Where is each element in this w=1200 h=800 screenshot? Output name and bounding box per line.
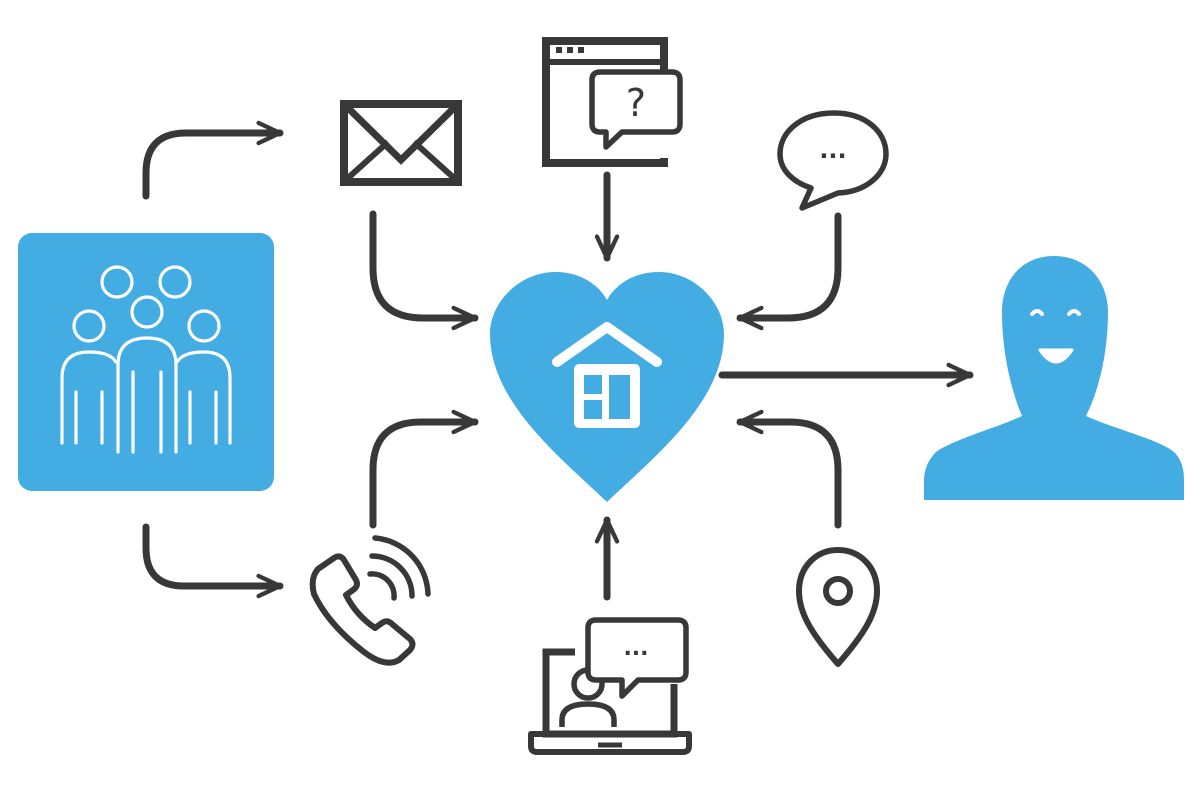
- heart-house-icon: [490, 272, 724, 502]
- group-tile: [18, 233, 274, 491]
- arrow-phone-to-hub: [369, 422, 479, 529]
- question-mark: ?: [626, 81, 646, 125]
- group-of-people-icon: [18, 233, 274, 491]
- connector-arrows: [142, 133, 974, 601]
- arrow-group-to-email: [142, 133, 284, 200]
- location-pin-icon: [796, 547, 880, 667]
- arrow-group-to-phone: [142, 523, 284, 586]
- laptop-bubble-ellipsis: ...: [623, 636, 648, 661]
- envelope-icon: [340, 100, 462, 186]
- browser-window-question-icon: ?: [542, 37, 683, 167]
- bubble-ellipsis: ...: [819, 136, 846, 164]
- laptop-video-chat-icon: ...: [528, 617, 692, 755]
- arrow-email-to-hub: [369, 210, 479, 318]
- arrow-location-to-hub: [736, 422, 842, 529]
- phone-call-icon: [309, 535, 431, 666]
- speech-bubble-icon: ...: [777, 110, 889, 211]
- house-icon: [552, 322, 662, 428]
- person-silhouette-icon: [924, 256, 1184, 500]
- arrow-chat-to-hub: [736, 212, 842, 318]
